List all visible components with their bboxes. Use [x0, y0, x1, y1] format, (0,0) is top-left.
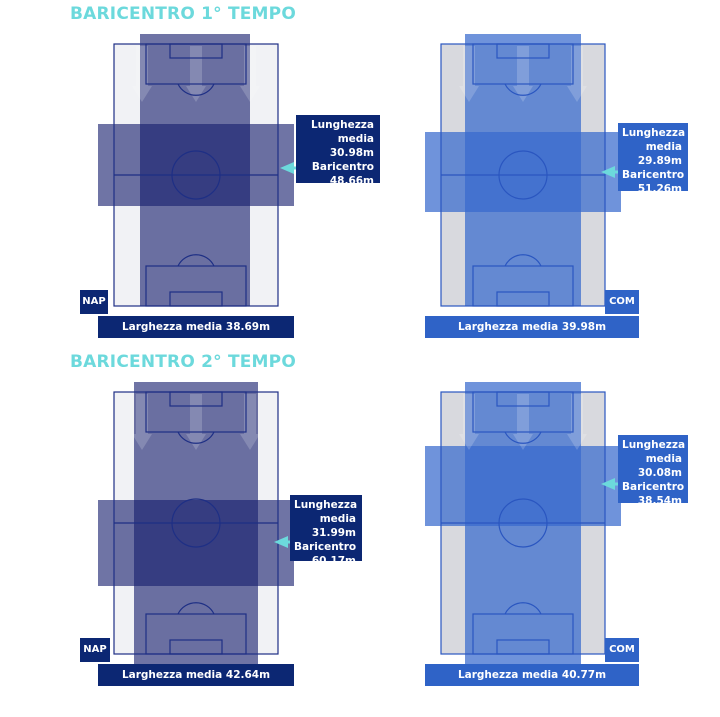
horizontal-band	[425, 446, 621, 526]
width-bar: Larghezza media 39.98m	[425, 316, 639, 338]
pitch-diagram	[98, 34, 330, 307]
info-box: Lunghezza media 30.08m Baricentro 38.54m	[618, 435, 688, 507]
trend-arrow-shaft	[136, 394, 148, 434]
centroid-arrow-head	[274, 536, 288, 548]
centroid-arrow-head	[601, 166, 615, 178]
center-circle	[171, 150, 221, 200]
centroid-value: 38.54m	[637, 495, 682, 507]
panel-com-first-half: Lunghezza media 29.89m Baricentro 51.26m…	[405, 30, 715, 350]
trend-arrow-shaft	[190, 394, 202, 434]
trend-arrow-head	[567, 86, 587, 102]
top-goal-area	[169, 43, 223, 59]
centroid-label: Baricentro	[622, 481, 685, 493]
horizontal-band	[98, 500, 294, 586]
trend-arrow-shaft	[190, 46, 202, 86]
team-badge: COM	[605, 638, 639, 662]
length-label: Lunghezza	[622, 439, 686, 451]
bottom-penalty-arc	[504, 254, 542, 267]
centroid-label: Baricentro	[294, 541, 357, 553]
centroid-value: 48.66m	[329, 175, 374, 187]
width-bar: Larghezza media 42.64m	[98, 664, 294, 686]
trend-arrow-head	[186, 86, 206, 102]
length-value: media 30.08m	[637, 453, 682, 479]
info-box: Lunghezza media 30.98m Baricentro 48.66m	[296, 115, 380, 187]
centroid-arrow-head	[280, 162, 294, 174]
trend-arrow-shaft	[571, 394, 583, 434]
centroid-label: Baricentro	[622, 169, 685, 181]
trend-arrow-shaft	[463, 394, 475, 434]
pitch-lines	[440, 43, 606, 307]
pitch-diagram	[98, 382, 334, 664]
bottom-goal-area	[169, 291, 223, 307]
length-value: media 29.89m	[637, 141, 682, 167]
bottom-goal-area	[169, 639, 223, 655]
pitch-lines	[440, 391, 606, 655]
panel-nap-first-half: Lunghezza media 30.98m Baricentro 48.66m…	[80, 30, 390, 350]
trend-arrow-head	[240, 86, 260, 102]
top-goal-area	[496, 43, 550, 59]
trend-arrow-shaft	[244, 46, 256, 86]
centroid-label: Baricentro	[311, 161, 374, 173]
team-badge: COM	[605, 290, 639, 314]
top-goal-area	[169, 391, 223, 407]
centroid-arrow-head	[601, 478, 615, 490]
length-label: Lunghezza	[622, 127, 686, 139]
info-box: Lunghezza media 31.99m Baricentro 60.17m	[290, 495, 362, 567]
pitch-lines	[113, 391, 279, 655]
length-value: media 31.99m	[311, 513, 356, 539]
pitch-diagram	[425, 382, 645, 664]
top-penalty-arc	[504, 83, 542, 96]
trend-arrow-head	[513, 86, 533, 102]
centroid-value: 51.26m	[637, 183, 682, 195]
info-box: Lunghezza media 29.89m Baricentro 51.26m	[618, 123, 688, 195]
trend-arrow-shaft	[517, 394, 529, 434]
centroid-value: 60.17m	[311, 555, 356, 567]
top-penalty-arc	[177, 431, 215, 444]
length-value: media 30.98m	[329, 133, 374, 159]
trend-arrow-shaft	[571, 46, 583, 86]
team-badge: NAP	[80, 290, 108, 314]
top-penalty-arc	[504, 431, 542, 444]
trend-arrow-shaft	[463, 46, 475, 86]
center-circle	[498, 150, 548, 200]
bottom-penalty-arc	[177, 254, 215, 267]
trend-arrow-head	[240, 434, 260, 450]
section-title-second-half: BARICENTRO 2° TEMPO	[70, 352, 296, 372]
length-label: Lunghezza	[310, 119, 374, 131]
trend-arrow-head	[132, 434, 152, 450]
bottom-goal-area	[496, 291, 550, 307]
center-circle	[498, 498, 548, 548]
trend-arrow-head	[459, 434, 479, 450]
bottom-penalty-arc	[177, 602, 215, 615]
trend-arrow-head	[459, 86, 479, 102]
trend-arrow-shaft	[136, 46, 148, 86]
bottom-penalty-arc	[504, 602, 542, 615]
trend-arrow-head	[567, 434, 587, 450]
pitch-diagram	[425, 34, 645, 307]
trend-arrow-shaft	[517, 46, 529, 86]
horizontal-band	[425, 132, 621, 212]
width-bar: Larghezza media 38.69m	[98, 316, 294, 338]
trend-arrow-shaft	[244, 394, 256, 434]
width-bar: Larghezza media 40.77m	[425, 664, 639, 686]
bottom-goal-area	[496, 639, 550, 655]
trend-arrow-head	[513, 434, 533, 450]
pitch-lines	[113, 43, 279, 307]
trend-arrow-head	[132, 86, 152, 102]
top-penalty-arc	[177, 83, 215, 96]
center-circle	[171, 498, 221, 548]
length-label: Lunghezza	[294, 499, 358, 511]
panel-com-second-half: Lunghezza media 30.08m Baricentro 38.54m…	[405, 378, 715, 698]
top-goal-area	[496, 391, 550, 407]
section-title-first-half: BARICENTRO 1° TEMPO	[70, 4, 296, 24]
trend-arrow-head	[186, 434, 206, 450]
team-badge: NAP	[80, 638, 110, 662]
panel-nap-second-half: Lunghezza media 31.99m Baricentro 60.17m…	[80, 378, 390, 698]
horizontal-band	[98, 124, 294, 206]
